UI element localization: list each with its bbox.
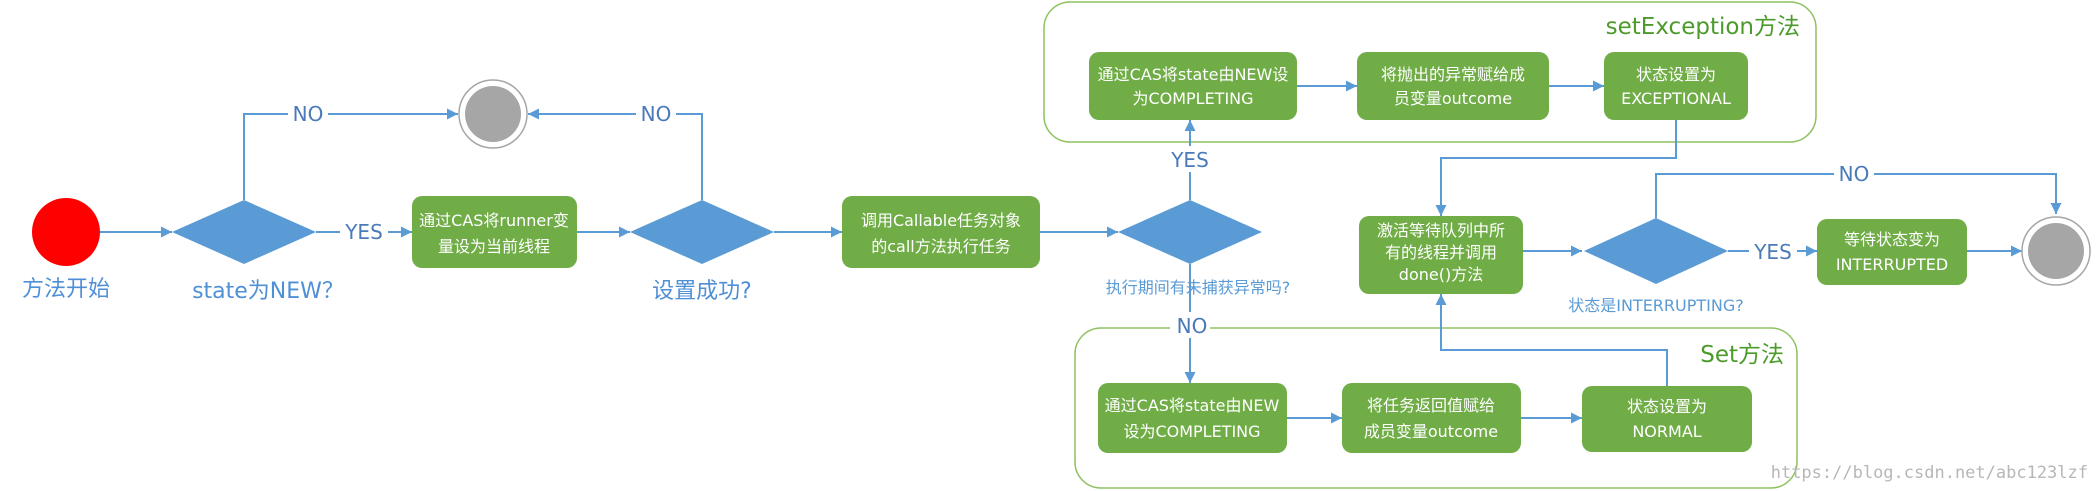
process-wait-interrupted: 等待状态变为 INTERRUPTED <box>1817 219 1967 285</box>
process-call-task: 调用Callable任务对象 的call方法执行任务 <box>842 196 1040 268</box>
svg-text:通过CAS将runner变: 通过CAS将runner变 <box>419 211 569 230</box>
edge-label-yes-state: YES <box>340 218 388 244</box>
start-node <box>32 198 100 266</box>
svg-text:通过CAS将state由NEW设: 通过CAS将state由NEW设 <box>1098 65 1289 84</box>
decision-set-success <box>630 200 774 264</box>
set-group <box>1074 327 1798 489</box>
svg-text:NO: NO <box>1839 162 1870 186</box>
svg-text:量设为当前线程: 量设为当前线程 <box>438 237 550 256</box>
process-cas-runner: 通过CAS将runner变 量设为当前线程 <box>412 196 577 268</box>
edge-label-yes-interrupting: YES <box>1749 238 1797 264</box>
decision-state-new-label: state为NEW？ <box>192 279 344 304</box>
svg-text:成员变量outcome: 成员变量outcome <box>1364 422 1498 441</box>
edge-label-yes-exception: YES <box>1166 146 1214 172</box>
svg-text:NO: NO <box>641 102 672 126</box>
svg-text:NORMAL: NORMAL <box>1632 422 1701 441</box>
svg-text:有的线程并调用: 有的线程并调用 <box>1385 243 1497 262</box>
process-exception-state: 状态设置为 EXCEPTIONAL <box>1604 52 1748 120</box>
svg-text:通过CAS将state由NEW: 通过CAS将state由NEW <box>1105 396 1280 415</box>
svg-text:员变量outcome: 员变量outcome <box>1394 89 1512 108</box>
process-exception-assign: 将抛出的异常赋给成 员变量outcome <box>1357 52 1549 120</box>
set-exception-group <box>1043 1 1817 143</box>
svg-text:等待状态变为: 等待状态变为 <box>1844 230 1940 249</box>
svg-text:为COMPLETING: 为COMPLETING <box>1132 89 1253 108</box>
decision-state-new <box>172 200 316 264</box>
decision-exception-label: 执行期间有未捕获异常吗? <box>1106 278 1291 297</box>
process-set-cas: 通过CAS将state由NEW 设为COMPLETING <box>1098 383 1287 453</box>
svg-text:YES: YES <box>1170 148 1209 172</box>
edge-label-no-set-success: NO <box>636 100 676 126</box>
decision-interrupting-label: 状态是INTERRUPTING? <box>1568 296 1744 315</box>
svg-text:状态设置为: 状态设置为 <box>1636 65 1716 84</box>
svg-text:的call方法执行任务: 的call方法执行任务 <box>871 237 1011 256</box>
decision-set-success-label: 设置成功? <box>652 279 752 304</box>
svg-text:YES: YES <box>344 220 383 244</box>
edge-label-no-state: NO <box>288 100 328 126</box>
svg-text:EXCEPTIONAL: EXCEPTIONAL <box>1621 89 1731 108</box>
process-set-assign: 将任务返回值赋给 成员变量outcome <box>1342 383 1521 453</box>
svg-text:设为COMPLETING: 设为COMPLETING <box>1123 422 1260 441</box>
svg-text:状态设置为: 状态设置为 <box>1627 397 1707 416</box>
svg-text:调用Callable任务对象: 调用Callable任务对象 <box>861 211 1021 230</box>
svg-text:激活等待队列中所: 激活等待队列中所 <box>1377 221 1505 240</box>
svg-text:INTERRUPTED: INTERRUPTED <box>1836 255 1948 274</box>
decision-exception <box>1118 200 1262 264</box>
svg-text:YES: YES <box>1753 240 1792 264</box>
decision-interrupting <box>1584 218 1728 284</box>
svg-text:将任务返回值赋给: 将任务返回值赋给 <box>1367 396 1495 415</box>
watermark: https://blog.csdn.net/abc123lzf <box>1771 463 2088 483</box>
svg-text:将抛出的异常赋给成: 将抛出的异常赋给成 <box>1381 65 1525 84</box>
process-wake-waiters: 激活等待队列中所 有的线程并调用 done()方法 <box>1359 216 1523 294</box>
process-exception-cas: 通过CAS将state由NEW设 为COMPLETING <box>1089 52 1297 120</box>
process-set-state: 状态设置为 NORMAL <box>1582 386 1752 452</box>
edge-label-no-interrupting: NO <box>1834 160 1874 186</box>
end-node-right <box>2021 216 2091 286</box>
start-label: 方法开始 <box>22 277 110 302</box>
set-group-title: Set方法 <box>1700 342 1784 368</box>
end-node-top <box>458 79 528 149</box>
svg-text:done()方法: done()方法 <box>1399 265 1483 284</box>
set-exception-group-title: setException方法 <box>1606 14 1800 40</box>
svg-text:NO: NO <box>1177 314 1208 338</box>
svg-text:NO: NO <box>293 102 324 126</box>
edge-label-no-exception: NO <box>1170 312 1210 338</box>
